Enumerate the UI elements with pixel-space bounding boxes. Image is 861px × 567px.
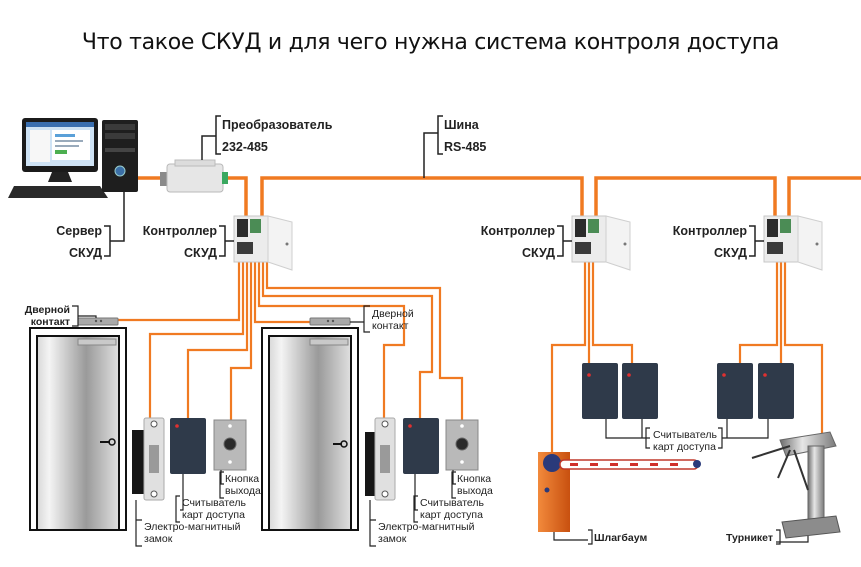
barrier-label: Шлагбаум [594, 532, 648, 544]
converter-label-line-2: 232-485 [222, 140, 268, 154]
card-reader-door-1-label-line-1: Считыватель [182, 497, 247, 509]
controller-2-label-line-1: Контроллер [480, 224, 555, 238]
door-contact-2-icon [309, 317, 351, 326]
page-title: Что такое СКУД и для чего нужна система … [81, 30, 780, 55]
exit-button-2-label-line-2: выхода [457, 485, 493, 497]
card-reader-door-2-label-line-1: Считыватель [420, 497, 485, 509]
exit-button-2-icon [445, 419, 479, 471]
bus-label-line-2: RS-485 [444, 140, 487, 154]
card-reader-turnstile-in-icon [717, 363, 753, 419]
bus-label-line-1: Шина [444, 118, 479, 132]
turnstile-label: Турникет [726, 532, 774, 544]
server-label-line-2: СКУД [68, 246, 102, 260]
wire-converter-controller-1 [225, 176, 248, 218]
card-readers-shared-label-line-1: Считыватель [653, 429, 718, 441]
wires [138, 176, 861, 218]
card-reader-barrier-out-icon [622, 363, 658, 419]
exit-button-1-label-line-1: Кнопка [225, 473, 260, 485]
door-contact-1-icon [77, 317, 119, 326]
lock-2-label: Электро-магнитный замок [378, 521, 474, 545]
wires-controller-1 [115, 262, 464, 425]
controller-1-icon [233, 215, 293, 271]
card-reader-door-1-icon [170, 418, 206, 474]
controller-2-label: Контроллер СКУД [468, 220, 555, 264]
server-computer-icon [8, 118, 138, 198]
door-contact-2-label-line-1: Дверной [372, 308, 414, 320]
lock-1-icon [132, 417, 165, 501]
wires-controller-2 [550, 262, 634, 455]
lock-1-label: Электро-магнитный замок [144, 521, 240, 545]
server-label-line-1: Сервер [56, 224, 102, 238]
wire-bus-3 [787, 176, 861, 218]
controller-1-label: Контроллер СКУД [130, 220, 217, 264]
card-reader-door-1-label-line-2: карт доступа [182, 509, 245, 521]
exit-button-1-icon [213, 419, 247, 471]
card-reader-barrier-in-icon [582, 363, 618, 419]
controller-1-label-line-1: Контроллер [142, 224, 217, 238]
wire-bus [260, 176, 584, 218]
server-label: Сервер СКУД [40, 220, 102, 264]
controller-3-icon [763, 215, 823, 271]
wires-controller-3 [738, 262, 824, 440]
turnstile-icon [751, 431, 841, 539]
exit-button-1-label: Кнопка выхода [225, 473, 261, 497]
converter-label: Преобразователь 232-485 [222, 114, 332, 158]
door-contact-1-label-line-2: контакт [30, 316, 70, 328]
lock-1-label-line-2: замок [144, 533, 173, 545]
controller-2-label-line-2: СКУД [521, 246, 555, 260]
card-readers-shared-label-line-2: карт доступа [653, 441, 716, 453]
card-reader-turnstile-out-icon [758, 363, 794, 419]
door-contact-1-label-line-1: Дверной [24, 304, 70, 316]
lock-2-icon [365, 417, 396, 501]
bus-label: Шина RS-485 [444, 114, 486, 158]
converter-label-line-1: Преобразователь [222, 118, 333, 132]
controller-2-icon [571, 215, 631, 271]
controller-3-label-line-1: Контроллер [672, 224, 747, 238]
door-contact-2-label: Дверной контакт [372, 308, 414, 332]
exit-button-2-label-line-1: Кнопка [457, 473, 492, 485]
card-readers-shared-label: Считыватель карт доступа [653, 429, 717, 453]
lock-2-label-line-2: замок [378, 533, 407, 545]
card-reader-door-1-label: Считыватель карт доступа [182, 497, 246, 521]
door-1-icon [29, 327, 127, 531]
controller-3-label: Контроллер СКУД [660, 220, 747, 264]
card-reader-door-2-label-line-2: карт доступа [420, 509, 483, 521]
converter-232-485-icon [160, 159, 228, 193]
wire-bus-2 [594, 176, 777, 218]
lock-1-label-line-1: Электро-магнитный [144, 521, 241, 533]
door-2-icon [261, 327, 359, 531]
barrier-icon [538, 452, 701, 532]
door-contact-1-label: Дверной контакт [6, 304, 70, 328]
exit-button-2-label: Кнопка выхода [457, 473, 493, 497]
controller-3-label-line-2: СКУД [713, 246, 747, 260]
card-reader-door-2-icon [403, 418, 439, 474]
card-reader-door-2-label: Считыватель карт доступа [420, 497, 484, 521]
exit-button-1-label-line-2: выхода [225, 485, 261, 497]
door-contact-2-label-line-2: контакт [372, 320, 409, 332]
lock-2-label-line-1: Электро-магнитный [378, 521, 475, 533]
controller-1-label-line-2: СКУД [183, 246, 217, 260]
